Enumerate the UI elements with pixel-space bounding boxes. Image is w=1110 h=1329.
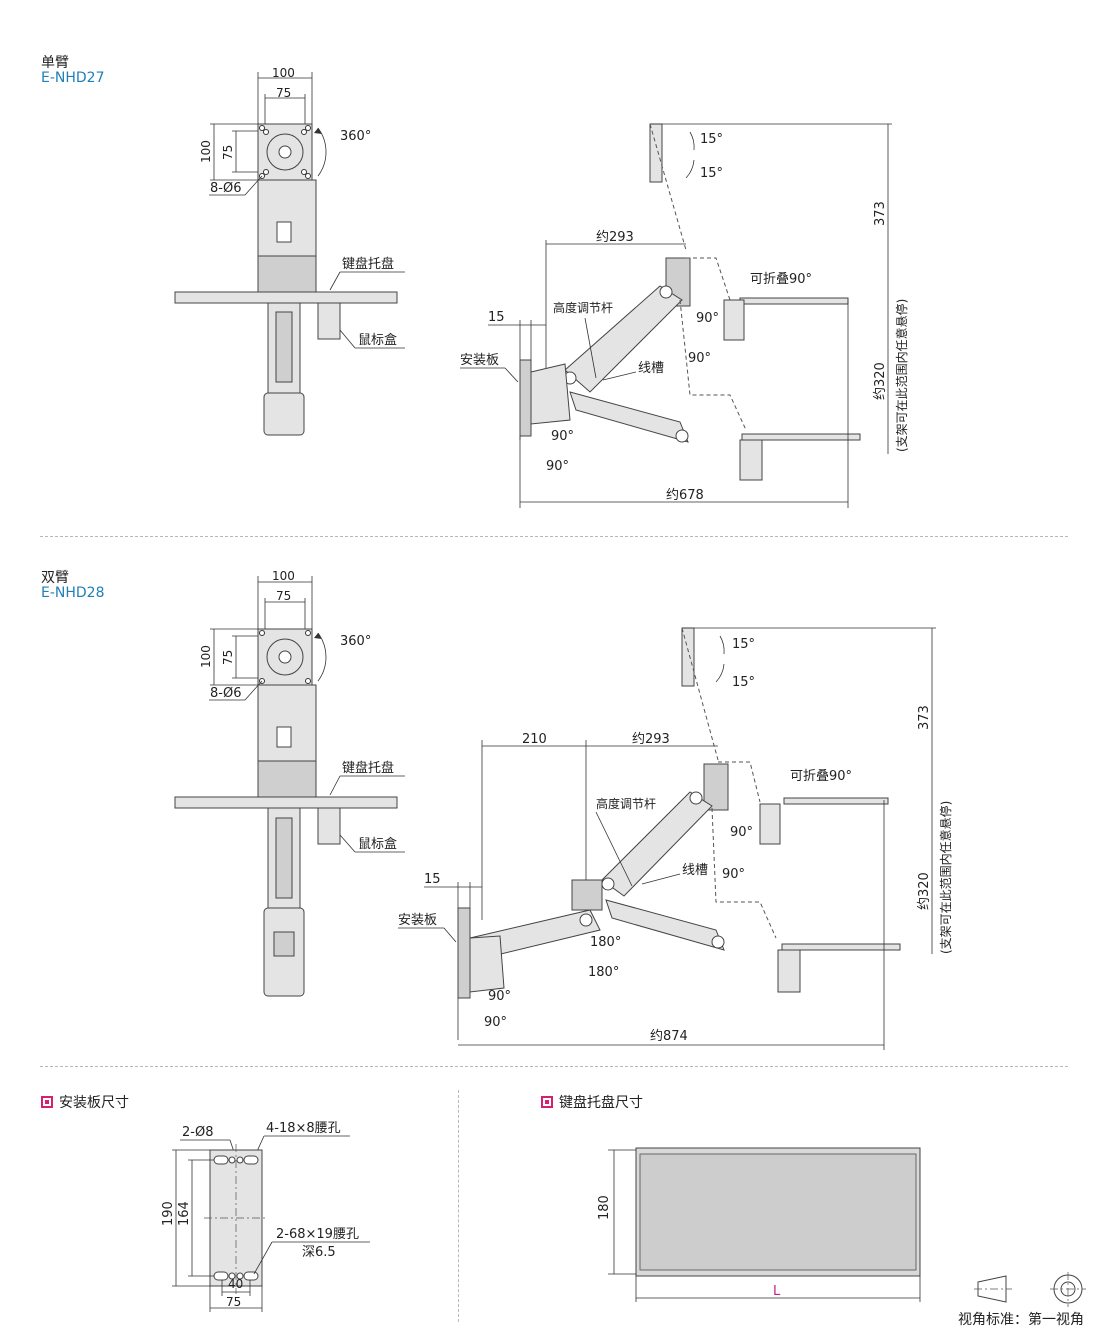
d-tilt-down: 15° <box>732 675 755 690</box>
double-arm-code: E-NHD28 <box>41 585 105 601</box>
section-divider-2 <box>40 1066 1068 1067</box>
d-range-note: (支架可在此范围内任意悬停) <box>938 801 953 954</box>
d-h75: 75 <box>221 650 235 665</box>
single-arm-code: E-NHD27 <box>41 70 105 86</box>
s-base-a: 90° <box>551 429 574 444</box>
s-holes: 8-Ø6 <box>210 181 241 196</box>
single-arm-title: 单臂 <box>41 55 69 71</box>
d-swivel-b: 90° <box>722 867 745 882</box>
d-kbd-tray: 键盘托盘 <box>342 760 394 776</box>
s-range-note: (支架可在此范围内任意悬停) <box>894 299 909 452</box>
d-rotate: 360° <box>340 634 371 649</box>
d-holes: 8-Ø6 <box>210 686 241 701</box>
projection-cone-icon <box>977 1275 1007 1303</box>
s-base-b: 90° <box>546 459 569 474</box>
d-offset: 15 <box>424 872 441 887</box>
tray-section-title: 键盘托盘尺寸 <box>559 1095 643 1111</box>
s-w75: 75 <box>276 86 291 100</box>
s-fold: 可折叠90° <box>750 272 812 287</box>
s-mount-plate: 安装板 <box>460 353 499 368</box>
tray-drawing: 180 L <box>597 1147 921 1302</box>
s-height: 373 <box>873 201 888 226</box>
d-w75: 75 <box>276 589 291 603</box>
view-standard-label: 视角标准：第一视角 <box>958 1312 1084 1328</box>
d-h100: 100 <box>199 645 213 668</box>
mp-holes-slot-top: 4-18×8腰孔 <box>266 1121 341 1136</box>
mp-width-inner: 40 <box>228 1277 243 1291</box>
d-height: 373 <box>917 705 932 730</box>
single-side-view: 15° 15° 373 约293 可折叠90° 高度调节杆 线槽 90° <box>460 123 909 508</box>
double-front-view: 100 75 100 75 360° 8-Ø6 键盘托盘 鼠标盒 <box>174 569 405 997</box>
d-reach: 约293 <box>632 732 670 747</box>
mount-plate-section-heading: 安装板尺寸 <box>41 1092 129 1112</box>
section-divider-1 <box>40 536 1068 537</box>
d-elbow-a: 180° <box>590 935 621 950</box>
s-h75: 75 <box>221 145 235 160</box>
mp-width-outer: 75 <box>226 1295 241 1309</box>
s-reach: 约293 <box>596 230 634 245</box>
d-cable-slot: 线槽 <box>682 863 708 878</box>
mp-holes-slot-mid: 2-68×19腰孔 <box>276 1227 359 1242</box>
s-tilt-down: 15° <box>700 166 723 181</box>
d-fold: 可折叠90° <box>790 769 852 784</box>
s-h100: 100 <box>199 140 213 163</box>
projection-symbol <box>974 1272 1086 1307</box>
s-swivel-b: 90° <box>688 351 711 366</box>
d-adjust-rod: 高度调节杆 <box>596 796 656 811</box>
tray-height: 180 <box>597 1195 612 1220</box>
d-elbow-b: 180° <box>588 965 619 980</box>
s-cable-slot: 线槽 <box>638 361 664 376</box>
section-marker-icon <box>541 1096 553 1108</box>
s-adjust-rod: 高度调节杆 <box>553 300 613 315</box>
d-mount-plate: 安装板 <box>398 913 437 928</box>
mount-plate-drawing: 2-Ø8 4-18×8腰孔 190 164 2-68×19腰孔 深6.5 40 … <box>161 1121 370 1312</box>
s-offset: 15 <box>488 310 505 325</box>
s-w100: 100 <box>272 66 295 80</box>
tray-section-heading: 键盘托盘尺寸 <box>541 1092 643 1112</box>
d-reach-inner: 210 <box>522 732 547 747</box>
double-side-view: 15° 15° 373 210 约293 可折叠90° 高度调节杆 线槽 90°… <box>398 627 953 1050</box>
s-range: 约320 <box>873 362 888 400</box>
d-w100: 100 <box>272 569 295 583</box>
mp-holes-round: 2-Ø8 <box>182 1125 213 1140</box>
double-arm-drawing: 100 75 100 75 360° 8-Ø6 键盘托盘 鼠标盒 <box>174 569 953 1050</box>
section-marker-icon <box>41 1096 53 1108</box>
single-front-view: 100 75 100 75 360° 8-Ø6 <box>174 66 405 436</box>
d-base-b: 90° <box>484 1015 507 1030</box>
double-arm-title: 双臂 <box>41 570 69 586</box>
s-swivel-a: 90° <box>696 311 719 326</box>
s-rotate: 360° <box>340 129 371 144</box>
d-mouse-box: 鼠标盒 <box>358 836 397 852</box>
d-total: 约874 <box>650 1029 688 1044</box>
d-swivel-a: 90° <box>730 825 753 840</box>
mp-depth: 深6.5 <box>302 1245 336 1260</box>
d-range: 约320 <box>917 872 932 910</box>
d-base-a: 90° <box>488 989 511 1004</box>
s-kbd-tray: 键盘托盘 <box>342 256 394 272</box>
mp-height-outer: 190 <box>161 1201 176 1226</box>
d-tilt-up: 15° <box>732 637 755 652</box>
mp-height-inner: 164 <box>177 1201 192 1226</box>
section-divider-vertical <box>458 1090 459 1322</box>
mount-plate-section-title: 安装板尺寸 <box>59 1095 129 1111</box>
tray-length: L <box>773 1284 781 1299</box>
s-mouse-box: 鼠标盒 <box>358 332 397 348</box>
s-tilt-up: 15° <box>700 132 723 147</box>
s-total: 约678 <box>666 488 704 503</box>
single-arm-drawing: 100 75 100 75 360° 8-Ø6 <box>174 66 909 508</box>
